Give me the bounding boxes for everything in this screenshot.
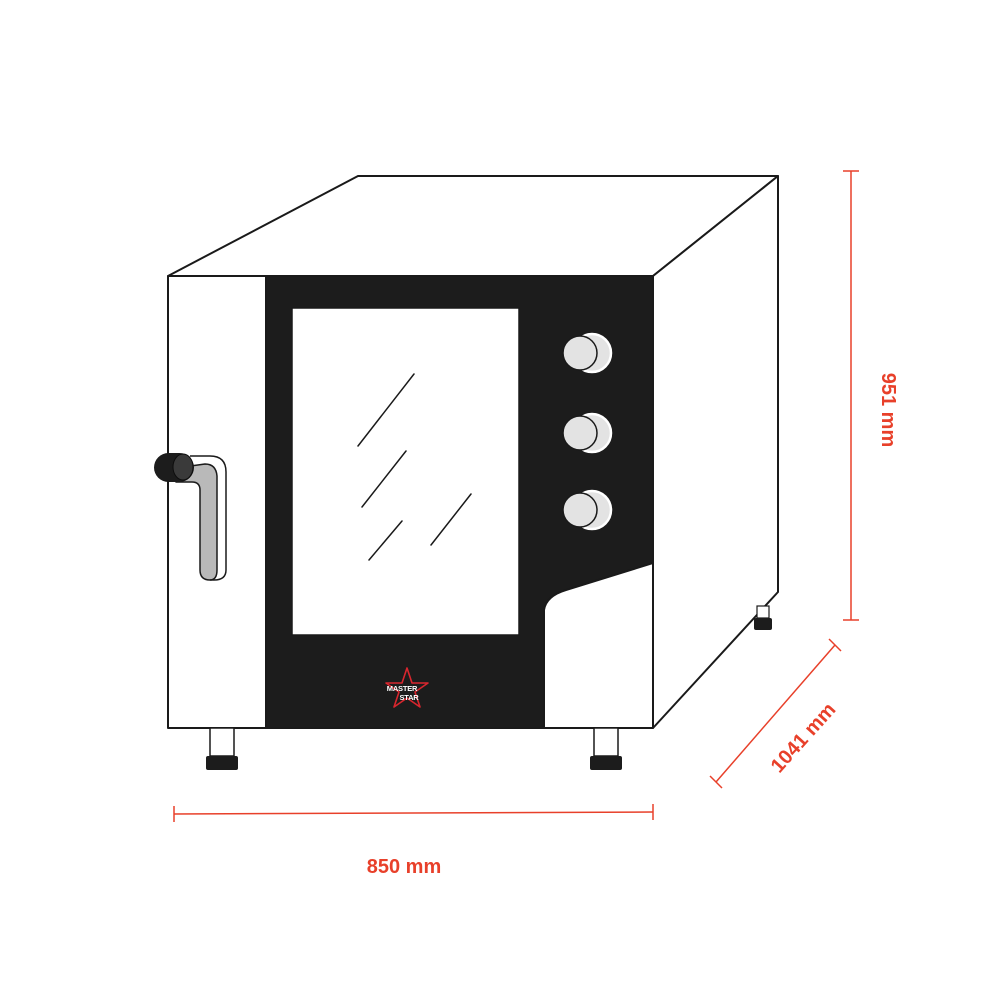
control-knob-middle[interactable] bbox=[562, 412, 613, 454]
logo-line-2: STAR bbox=[399, 693, 419, 702]
foot-front-right bbox=[590, 727, 622, 770]
logo-line-1: MASTER bbox=[387, 684, 418, 693]
dimension-depth bbox=[709, 638, 842, 789]
width-dimension-label: 850 mm bbox=[367, 856, 442, 878]
door-handle-outline bbox=[190, 455, 227, 581]
logo-star-icon bbox=[385, 667, 429, 708]
foot-front-left bbox=[206, 727, 238, 770]
glass-reflection-lines bbox=[357, 373, 472, 561]
control-knob-top[interactable] bbox=[562, 332, 613, 374]
door-handle[interactable] bbox=[154, 453, 227, 581]
dimension-height bbox=[843, 170, 859, 621]
masterstar-logo: MASTER STAR bbox=[385, 667, 429, 708]
door-handle-bar bbox=[175, 463, 218, 581]
dimension-width bbox=[173, 804, 654, 822]
door-handle-knob-cap bbox=[172, 453, 194, 481]
oven-door: MASTER STAR bbox=[265, 275, 654, 729]
control-knobs bbox=[562, 332, 613, 531]
height-dimension-label: 951 mm bbox=[877, 373, 899, 448]
oven-feet bbox=[206, 605, 772, 770]
control-knob-bottom[interactable] bbox=[562, 489, 613, 531]
door-window bbox=[291, 307, 520, 636]
foot-back-right bbox=[754, 605, 772, 630]
